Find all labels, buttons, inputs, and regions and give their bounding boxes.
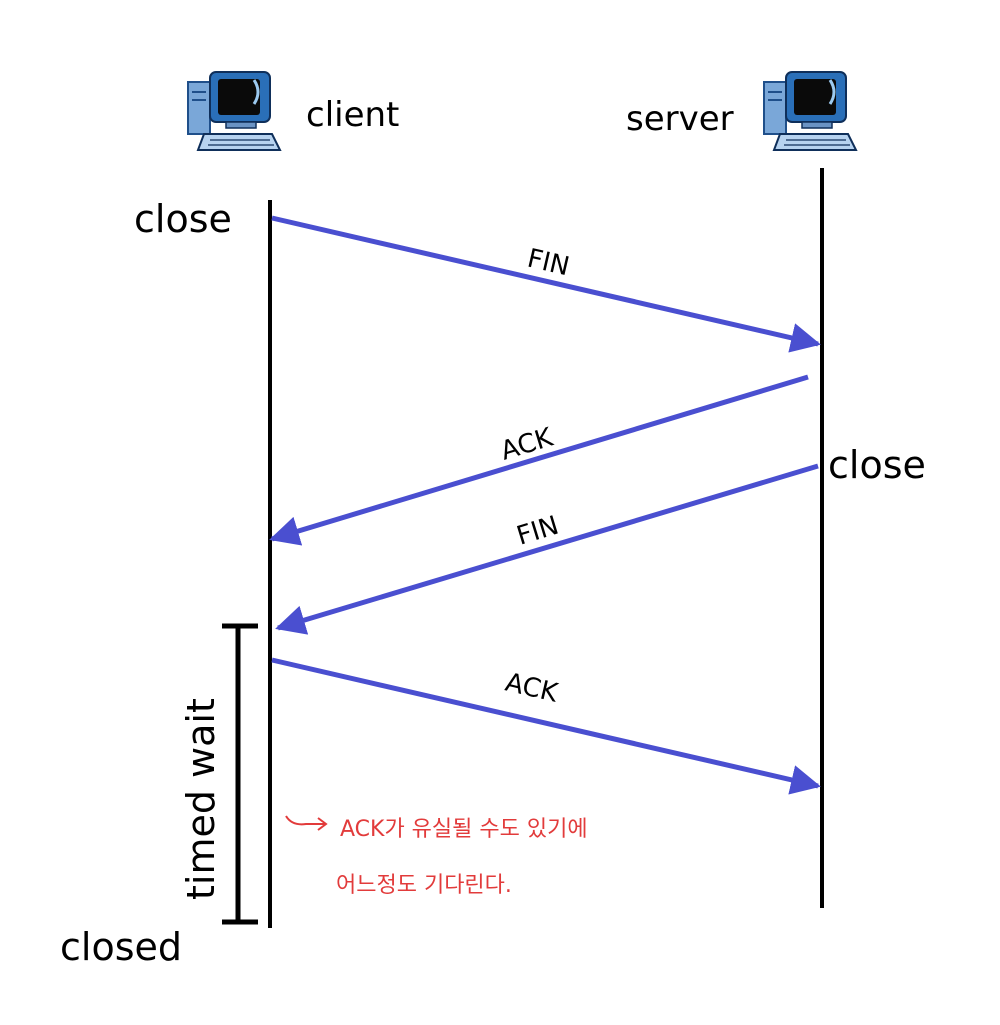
annotation-line-2: 어느정도 기다린다.	[336, 873, 512, 898]
annotation-line-1: ACK가 유실될 수도 있기에	[340, 817, 588, 842]
ack-arrow-client-to-server	[271, 657, 821, 795]
handwritten-annotation: ACK가 유실될 수도 있기에 어느정도 기다린다.	[285, 815, 588, 898]
server-label: server	[626, 99, 734, 139]
timed-wait-label: timed wait	[179, 698, 223, 900]
timed-wait-bracket	[222, 623, 258, 925]
server-close-label: close	[828, 443, 926, 487]
fin-arrow-client-to-server	[271, 215, 821, 353]
ack-label-2: ACK	[502, 668, 561, 709]
client-computer-icon	[186, 70, 282, 152]
client-label: client	[306, 95, 399, 135]
ack-label-1: ACK	[497, 422, 557, 466]
ack-arrow-server-to-client	[269, 374, 809, 546]
client-closed-label: closed	[60, 925, 182, 969]
server-computer-icon	[762, 70, 858, 152]
client-close-label: close	[134, 197, 232, 241]
fin-arrow-server-to-client	[275, 463, 819, 635]
